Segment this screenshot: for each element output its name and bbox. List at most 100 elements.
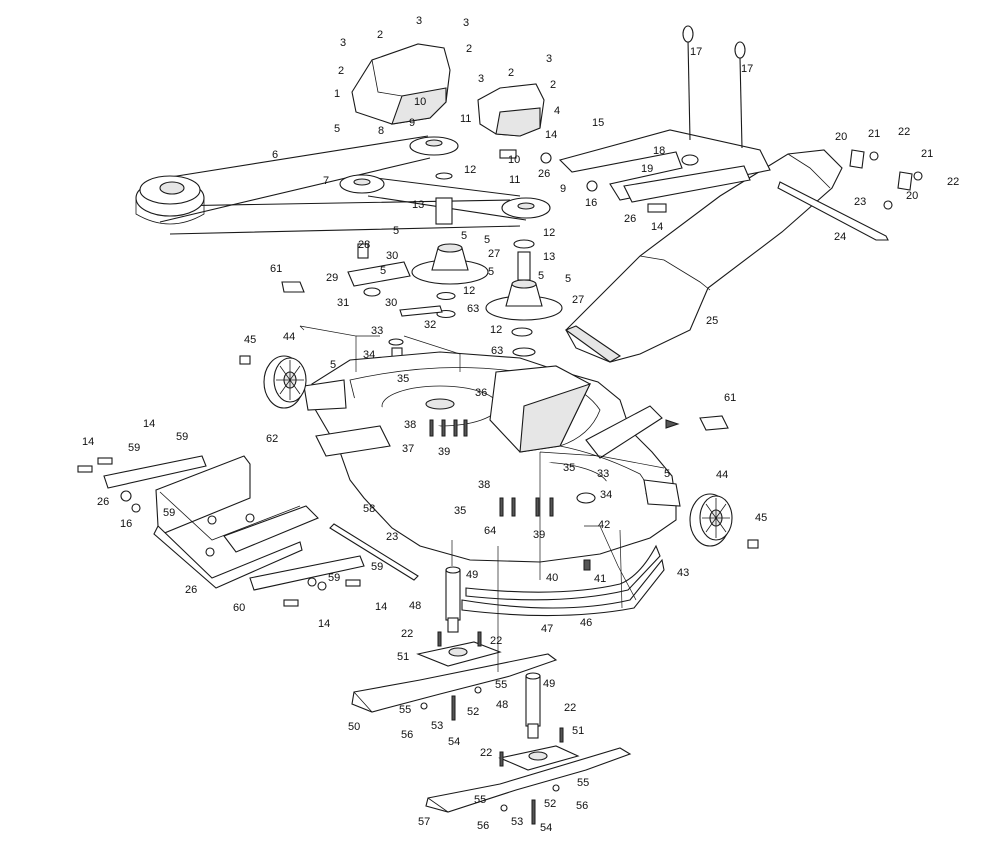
part-callout: 22	[898, 126, 910, 138]
belt-cover-left	[351, 43, 451, 125]
part-callout: 22	[480, 747, 492, 759]
blade-spindle-right	[525, 672, 541, 739]
part-callout: 54	[448, 736, 460, 748]
part-callout: 26	[624, 213, 636, 225]
part-callout: 48	[496, 699, 508, 711]
part-callout: 5	[380, 265, 386, 277]
chute-hinge-brackets	[849, 149, 923, 191]
part-callout: 58	[363, 503, 375, 515]
rear-skirt	[461, 544, 665, 617]
part-callout: 31	[337, 297, 349, 309]
part-callout: 21	[921, 148, 933, 160]
part-callout: 33	[371, 325, 383, 337]
part-callout: 5	[330, 359, 336, 371]
spindle-housing-left	[411, 243, 489, 285]
spindle-housing-right	[485, 251, 563, 321]
part-callout: 34	[600, 489, 612, 501]
part-callout: 33	[597, 468, 609, 480]
part-callout: 3	[478, 73, 484, 85]
part-callout: 45	[755, 512, 767, 524]
anti-scalp-rod	[329, 523, 419, 581]
part-callout: 49	[543, 678, 555, 690]
part-callout: 27	[488, 248, 500, 260]
part-callout: 52	[467, 706, 479, 718]
part-callout: 17	[690, 46, 702, 58]
blade-spindle-left	[445, 566, 461, 633]
part-callout: 19	[641, 163, 653, 175]
part-callout: 22	[490, 635, 502, 647]
part-callout: 34	[363, 349, 375, 361]
lift-rod-right	[734, 41, 746, 149]
part-callout: 5	[484, 234, 490, 246]
part-callout: 5	[461, 230, 467, 242]
part-callout: 60	[233, 602, 245, 614]
part-callout: 38	[478, 479, 490, 491]
frame-hardware	[499, 149, 667, 213]
part-callout: 2	[550, 79, 556, 91]
part-callout: 12	[490, 324, 502, 336]
part-callout: 44	[283, 331, 295, 343]
part-callout: 14	[651, 221, 663, 233]
blade-right	[425, 747, 632, 813]
discharge-chute	[564, 149, 843, 363]
blade-hardware	[420, 631, 564, 825]
part-callout: 59	[371, 561, 383, 573]
leader-lines	[299, 325, 665, 672]
part-callout: 16	[120, 518, 132, 530]
part-callout: 59	[176, 431, 188, 443]
deck-bolts	[429, 419, 596, 571]
part-callout: 48	[409, 600, 421, 612]
part-callout: 14	[318, 618, 330, 630]
part-callout: 2	[338, 65, 344, 77]
part-callout: 35	[397, 373, 409, 385]
part-callout: 5	[664, 468, 670, 480]
part-callout: 55	[577, 777, 589, 789]
part-callout: 30	[385, 297, 397, 309]
part-callout: 23	[386, 531, 398, 543]
part-callout: 44	[716, 469, 728, 481]
discharge-chute-mount	[489, 365, 592, 453]
blade-adapter-left	[416, 641, 502, 667]
part-callout: 61	[724, 392, 736, 404]
part-callout: 59	[128, 442, 140, 454]
tensioner-bracket	[347, 243, 443, 363]
part-callout: 59	[328, 572, 340, 584]
part-callout: 26	[538, 168, 550, 180]
part-callout: 35	[454, 505, 466, 517]
lift-rod-left	[682, 25, 694, 141]
part-callout: 51	[572, 725, 584, 737]
lift-frame	[558, 129, 771, 203]
part-callout: 6	[272, 149, 278, 161]
part-callout: 56	[477, 820, 489, 832]
part-callout: 15	[592, 117, 604, 129]
part-callout: 41	[594, 573, 606, 585]
mounting-bracket-assembly	[77, 455, 365, 607]
part-callout: 5	[565, 273, 571, 285]
part-callout: 10	[508, 154, 520, 166]
part-callout: 18	[653, 145, 665, 157]
part-callout: 4	[554, 105, 560, 117]
part-callout: 2	[466, 43, 472, 55]
part-callout: 43	[677, 567, 689, 579]
part-callout: 12	[464, 164, 476, 176]
part-callout: 14	[545, 129, 557, 141]
chute-rod	[777, 181, 893, 241]
part-callout: 28	[358, 239, 370, 251]
part-callout: 11	[460, 113, 471, 125]
part-callout: 2	[508, 67, 514, 79]
part-callout: 56	[576, 800, 588, 812]
part-callout: 37	[402, 443, 414, 455]
part-callout: 13	[543, 251, 555, 263]
part-callout: 14	[143, 418, 155, 430]
part-callout: 55	[495, 679, 507, 691]
part-callout: 42	[598, 519, 610, 531]
part-callout: 3	[416, 15, 422, 27]
part-callout: 12	[543, 227, 555, 239]
part-callout: 29	[326, 272, 338, 284]
part-callout: 40	[546, 572, 558, 584]
part-callout: 5	[393, 225, 399, 237]
part-callout: 22	[564, 702, 576, 714]
part-callout: 11	[509, 174, 520, 186]
spindle-spacer	[435, 172, 453, 225]
